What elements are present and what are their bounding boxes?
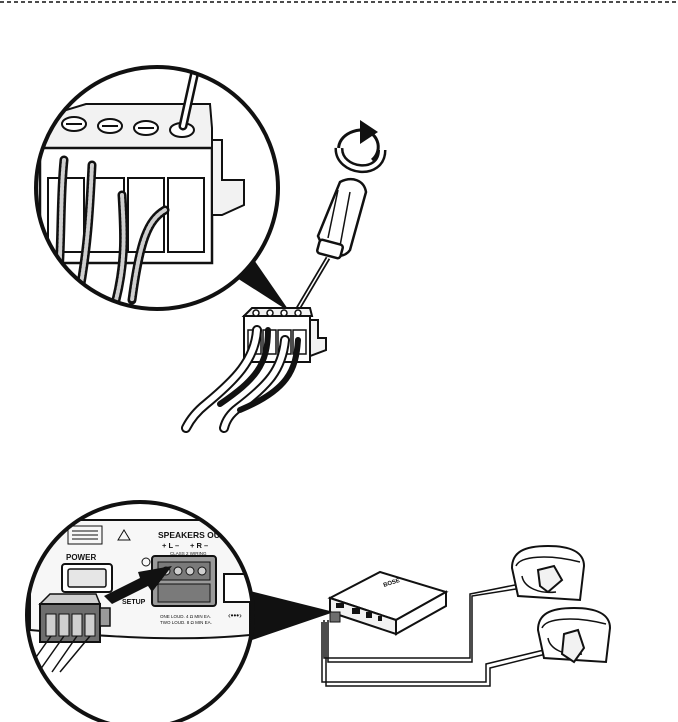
svg-text:+ R –: + R –	[190, 541, 208, 550]
svg-text:SPEAKERS OUT: SPEAKERS OUT	[158, 530, 226, 540]
svg-text:POWER: POWER	[66, 553, 96, 562]
screwdriver-icon	[293, 178, 368, 314]
svg-text:CLASS 2 WIRING: CLASS 2 WIRING	[170, 551, 207, 556]
rotate-clockwise-icon	[334, 120, 387, 173]
speaker-icon-1	[510, 544, 586, 602]
warning-labels	[67, 525, 131, 545]
figure-amplifier-connection: POWER SPEAKERS OUT + L – + R – CLASS 2 W…	[25, 500, 612, 722]
speaker-icon-2	[536, 606, 612, 664]
svg-text:+ L –: + L –	[162, 541, 179, 550]
callout-wedge-bottom	[246, 590, 334, 640]
amplifier-unit: BOSE	[327, 570, 449, 636]
terminal-block-small	[181, 307, 327, 433]
magnifier-terminal-closeup	[34, 65, 280, 311]
terminal-plug	[33, 593, 111, 673]
figure-terminal-wiring	[34, 65, 387, 433]
magnifier-rear-panel: POWER SPEAKERS OUT + L – + R – CLASS 2 W…	[25, 500, 255, 722]
brand-logo: BOSE	[383, 578, 401, 589]
speaker-wires	[321, 583, 547, 687]
port-marker-a	[141, 557, 151, 567]
insert-arrow-icon	[104, 566, 172, 604]
svg-text:‹•••›: ‹•••›	[228, 611, 242, 620]
power-socket: POWER	[61, 553, 113, 593]
svg-text:ONE LOUD. 4 Ω MIN EA.: ONE LOUD. 4 Ω MIN EA.	[160, 614, 211, 619]
svg-text:TWO LOUD. 8 Ω MIN EA.: TWO LOUD. 8 Ω MIN EA.	[160, 620, 212, 625]
speaker-cables	[181, 325, 301, 433]
svg-text:SETUP: SETUP	[122, 599, 146, 606]
